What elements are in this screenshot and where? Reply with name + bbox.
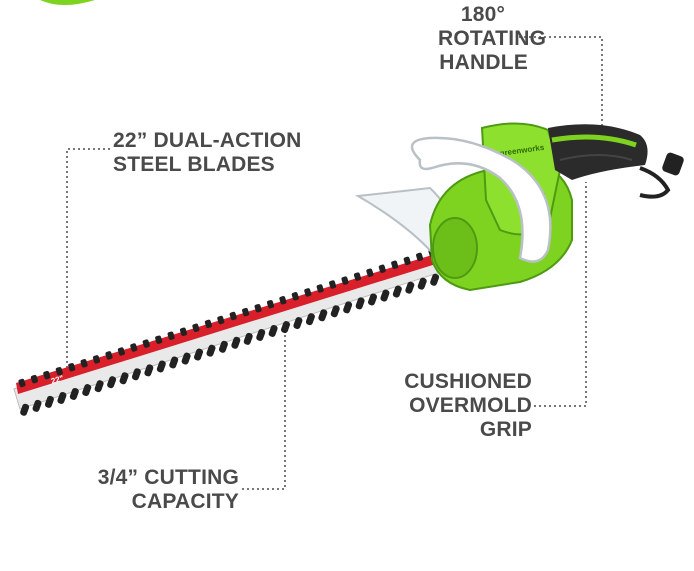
blade-tooth-top xyxy=(43,370,51,380)
blade-tooth-top xyxy=(378,264,386,274)
blade-tooth-top xyxy=(68,362,76,372)
blade-tooth-bottom xyxy=(57,391,67,404)
blade-tooth-bottom xyxy=(380,289,390,302)
blade-tooth-top xyxy=(341,276,349,285)
blade-red-strip xyxy=(16,255,436,394)
blade-tooth-top xyxy=(155,335,163,344)
callout-dual-action-blades: 22” DUAL-ACTION STEEL BLADES xyxy=(113,129,302,177)
blade-tooth-bottom xyxy=(181,352,191,365)
corner-green-accent xyxy=(40,0,95,5)
callout-rotating-handle: 180° ROTATING HANDLE xyxy=(438,3,547,75)
blade-tooth-top xyxy=(18,378,26,388)
blade-tooth-bottom xyxy=(430,273,440,286)
blade-tooth-bottom xyxy=(305,313,315,326)
callout-grip-line2: OVERMOLD xyxy=(409,394,532,417)
blade-tooth-top xyxy=(266,299,275,309)
callout-capacity-line1: 3/4” CUTTING xyxy=(97,466,239,489)
blade-tooth-bottom xyxy=(69,387,79,400)
blade-tooth-top xyxy=(217,315,225,325)
blade-tooth-bottom xyxy=(20,403,30,416)
callout-blades-line1: 22” DUAL-ACTION xyxy=(113,129,302,152)
blade-tooth-top xyxy=(55,366,63,376)
blade-teeth-top xyxy=(18,248,436,388)
blade-tooth-bottom xyxy=(268,324,278,337)
blade-tooth-bottom xyxy=(218,340,228,353)
blade-tooth-top xyxy=(304,288,312,297)
blade-tooth-top xyxy=(353,272,362,281)
blade-tooth-bottom xyxy=(107,376,117,389)
blade-tooth-top xyxy=(30,374,38,384)
blade-tooth-top xyxy=(242,307,250,317)
blade-tooth-top xyxy=(117,347,125,356)
blade-tooth-bottom xyxy=(405,281,415,294)
power-cord xyxy=(639,152,684,199)
blade-tooth-top xyxy=(92,355,101,364)
blade-tooth-top xyxy=(291,292,299,301)
blade-tooth-top xyxy=(130,343,138,352)
callout-handle-line2: ROTATING xyxy=(438,27,547,50)
callout-overmold-grip: CUSHIONED OVERMOLD GRIP xyxy=(397,370,532,442)
blade-tooth-bottom xyxy=(169,356,179,369)
blade-tooth-top xyxy=(229,311,237,321)
blade-tooth-top xyxy=(279,296,287,305)
blade-tooth-bottom xyxy=(144,364,154,377)
blade-tooth-top xyxy=(192,323,200,333)
leader-blades xyxy=(66,148,110,372)
blade-tooth-bottom xyxy=(330,305,340,318)
callout-handle-line1: 180° xyxy=(460,3,506,26)
front-handle xyxy=(410,136,552,263)
blade-teeth-bottom xyxy=(20,273,440,416)
blade-tooth-top xyxy=(391,260,399,270)
blade-tooth-bottom xyxy=(281,321,291,334)
rear-handle xyxy=(548,124,648,180)
leader-grip xyxy=(534,182,587,407)
blade-tooth-bottom xyxy=(343,301,353,314)
callout-cutting-capacity: 3/4” CUTTING CAPACITY xyxy=(84,466,239,514)
blade-tooth-bottom xyxy=(94,380,104,393)
blade-tooth-bottom xyxy=(231,336,241,349)
blade-tooth-bottom xyxy=(32,399,42,412)
blade-tooth-top xyxy=(366,268,374,277)
callout-capacity-line2: CAPACITY xyxy=(131,490,239,513)
blade-assembly: 22" xyxy=(13,248,445,416)
blade-tooth-top xyxy=(254,303,262,313)
blade-tooth-top xyxy=(204,319,212,329)
callout-grip-line1: CUSHIONED xyxy=(404,370,532,393)
blade-tooth-bottom xyxy=(156,360,166,373)
blade-tooth-top xyxy=(167,331,175,340)
blade-tooth-bottom xyxy=(194,348,204,361)
blade-tooth-top xyxy=(179,327,188,337)
blade-tooth-bottom xyxy=(82,384,92,397)
blade-tooth-bottom xyxy=(417,277,427,290)
blade-tooth-top xyxy=(105,351,113,360)
blade-tooth-bottom xyxy=(44,395,54,408)
blade-tooth-bottom xyxy=(206,344,216,357)
callout-blades-line2: STEEL BLADES xyxy=(113,153,275,176)
blade-tooth-bottom xyxy=(368,293,378,306)
blade-tooth-top xyxy=(142,339,150,348)
blade-tooth-top xyxy=(403,256,411,266)
callout-handle-line3: HANDLE xyxy=(439,51,528,74)
blade-tooth-bottom xyxy=(119,372,129,385)
callout-grip-line3: GRIP xyxy=(479,418,532,441)
blade-tooth-top xyxy=(316,284,324,293)
leader-capacity xyxy=(242,330,286,490)
blade-tooth-top xyxy=(329,280,337,289)
blade-tooth-bottom xyxy=(256,328,266,341)
blade-tooth-bottom xyxy=(131,368,141,381)
blade-tooth-bottom xyxy=(243,332,253,345)
blade-tooth-bottom xyxy=(293,317,303,330)
leader-lines xyxy=(66,36,603,490)
blade-tooth-bottom xyxy=(355,297,365,310)
blade-tooth-bottom xyxy=(392,285,402,298)
blade-size-mark: 22" xyxy=(50,374,65,386)
blade-tooth-top xyxy=(80,359,88,368)
blade-tooth-bottom xyxy=(318,309,328,322)
blade-tooth-top xyxy=(416,252,424,262)
